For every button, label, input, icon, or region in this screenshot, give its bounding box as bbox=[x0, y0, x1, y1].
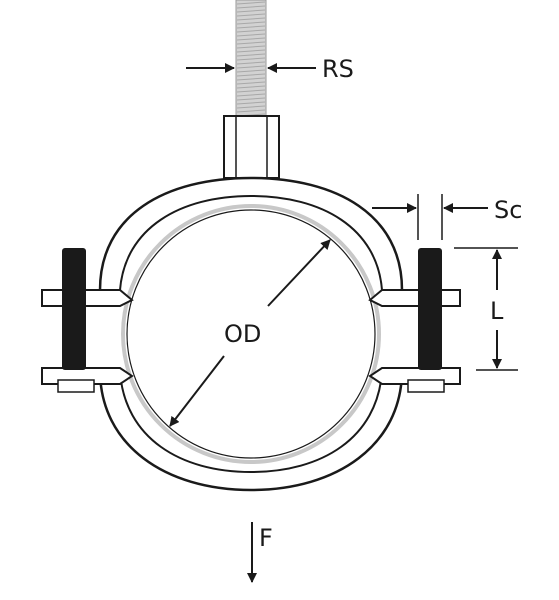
rod-thread-line bbox=[236, 61, 266, 65]
rs-dimension: RS bbox=[186, 55, 354, 83]
right-flange-lower bbox=[368, 367, 461, 393]
od-label: OD bbox=[224, 320, 261, 348]
rod-thread-line bbox=[236, 41, 266, 45]
rod-thread-line bbox=[236, 25, 266, 29]
rod-thread-line bbox=[236, 93, 266, 97]
pipe-section bbox=[121, 204, 381, 464]
l-label: L bbox=[490, 297, 504, 325]
rod-thread-line bbox=[236, 97, 266, 101]
rod-thread-line bbox=[236, 13, 266, 17]
rod-thread-line bbox=[236, 69, 266, 73]
rod-thread-line bbox=[236, 29, 266, 33]
rod-thread-line bbox=[236, 17, 266, 21]
rod-thread-line bbox=[236, 33, 266, 37]
rod-thread-line bbox=[236, 73, 266, 77]
left-flange-upper bbox=[41, 289, 134, 307]
sc-label: Sc bbox=[494, 196, 522, 224]
rod-thread-line bbox=[236, 65, 266, 69]
l-dimension: L bbox=[454, 247, 518, 371]
rod-threads bbox=[236, 1, 266, 117]
right-bolt bbox=[418, 248, 442, 370]
hex-socket bbox=[223, 115, 280, 179]
clamp-ring bbox=[98, 176, 404, 492]
rod-thread-line bbox=[236, 9, 266, 13]
sc-dimension: Sc bbox=[372, 194, 522, 240]
rod-thread-line bbox=[236, 101, 266, 105]
od-dimension: OD bbox=[169, 239, 331, 427]
left-flange-lower bbox=[41, 367, 134, 393]
left-bolt bbox=[62, 248, 86, 370]
threaded-rod bbox=[235, 0, 267, 119]
rod-thread-line bbox=[236, 105, 266, 109]
rod-thread-line bbox=[236, 53, 266, 57]
f-label: F bbox=[259, 524, 273, 552]
rod-thread-line bbox=[236, 57, 266, 61]
rod-thread-line bbox=[236, 109, 266, 113]
rod-thread-line bbox=[236, 85, 266, 89]
rod-thread-line bbox=[236, 5, 266, 9]
rod-thread-line bbox=[236, 77, 266, 81]
rod-thread-line bbox=[236, 45, 266, 49]
rod-thread-line bbox=[236, 37, 266, 41]
right-flange-upper bbox=[368, 289, 461, 307]
rs-label: RS bbox=[322, 55, 354, 83]
rod-thread-line bbox=[236, 81, 266, 85]
rod-thread-line bbox=[236, 21, 266, 25]
rod-thread-line bbox=[236, 49, 266, 53]
rod-thread-line bbox=[236, 1, 266, 5]
force-arrow: F bbox=[247, 522, 273, 583]
rod-thread-line bbox=[236, 89, 266, 93]
